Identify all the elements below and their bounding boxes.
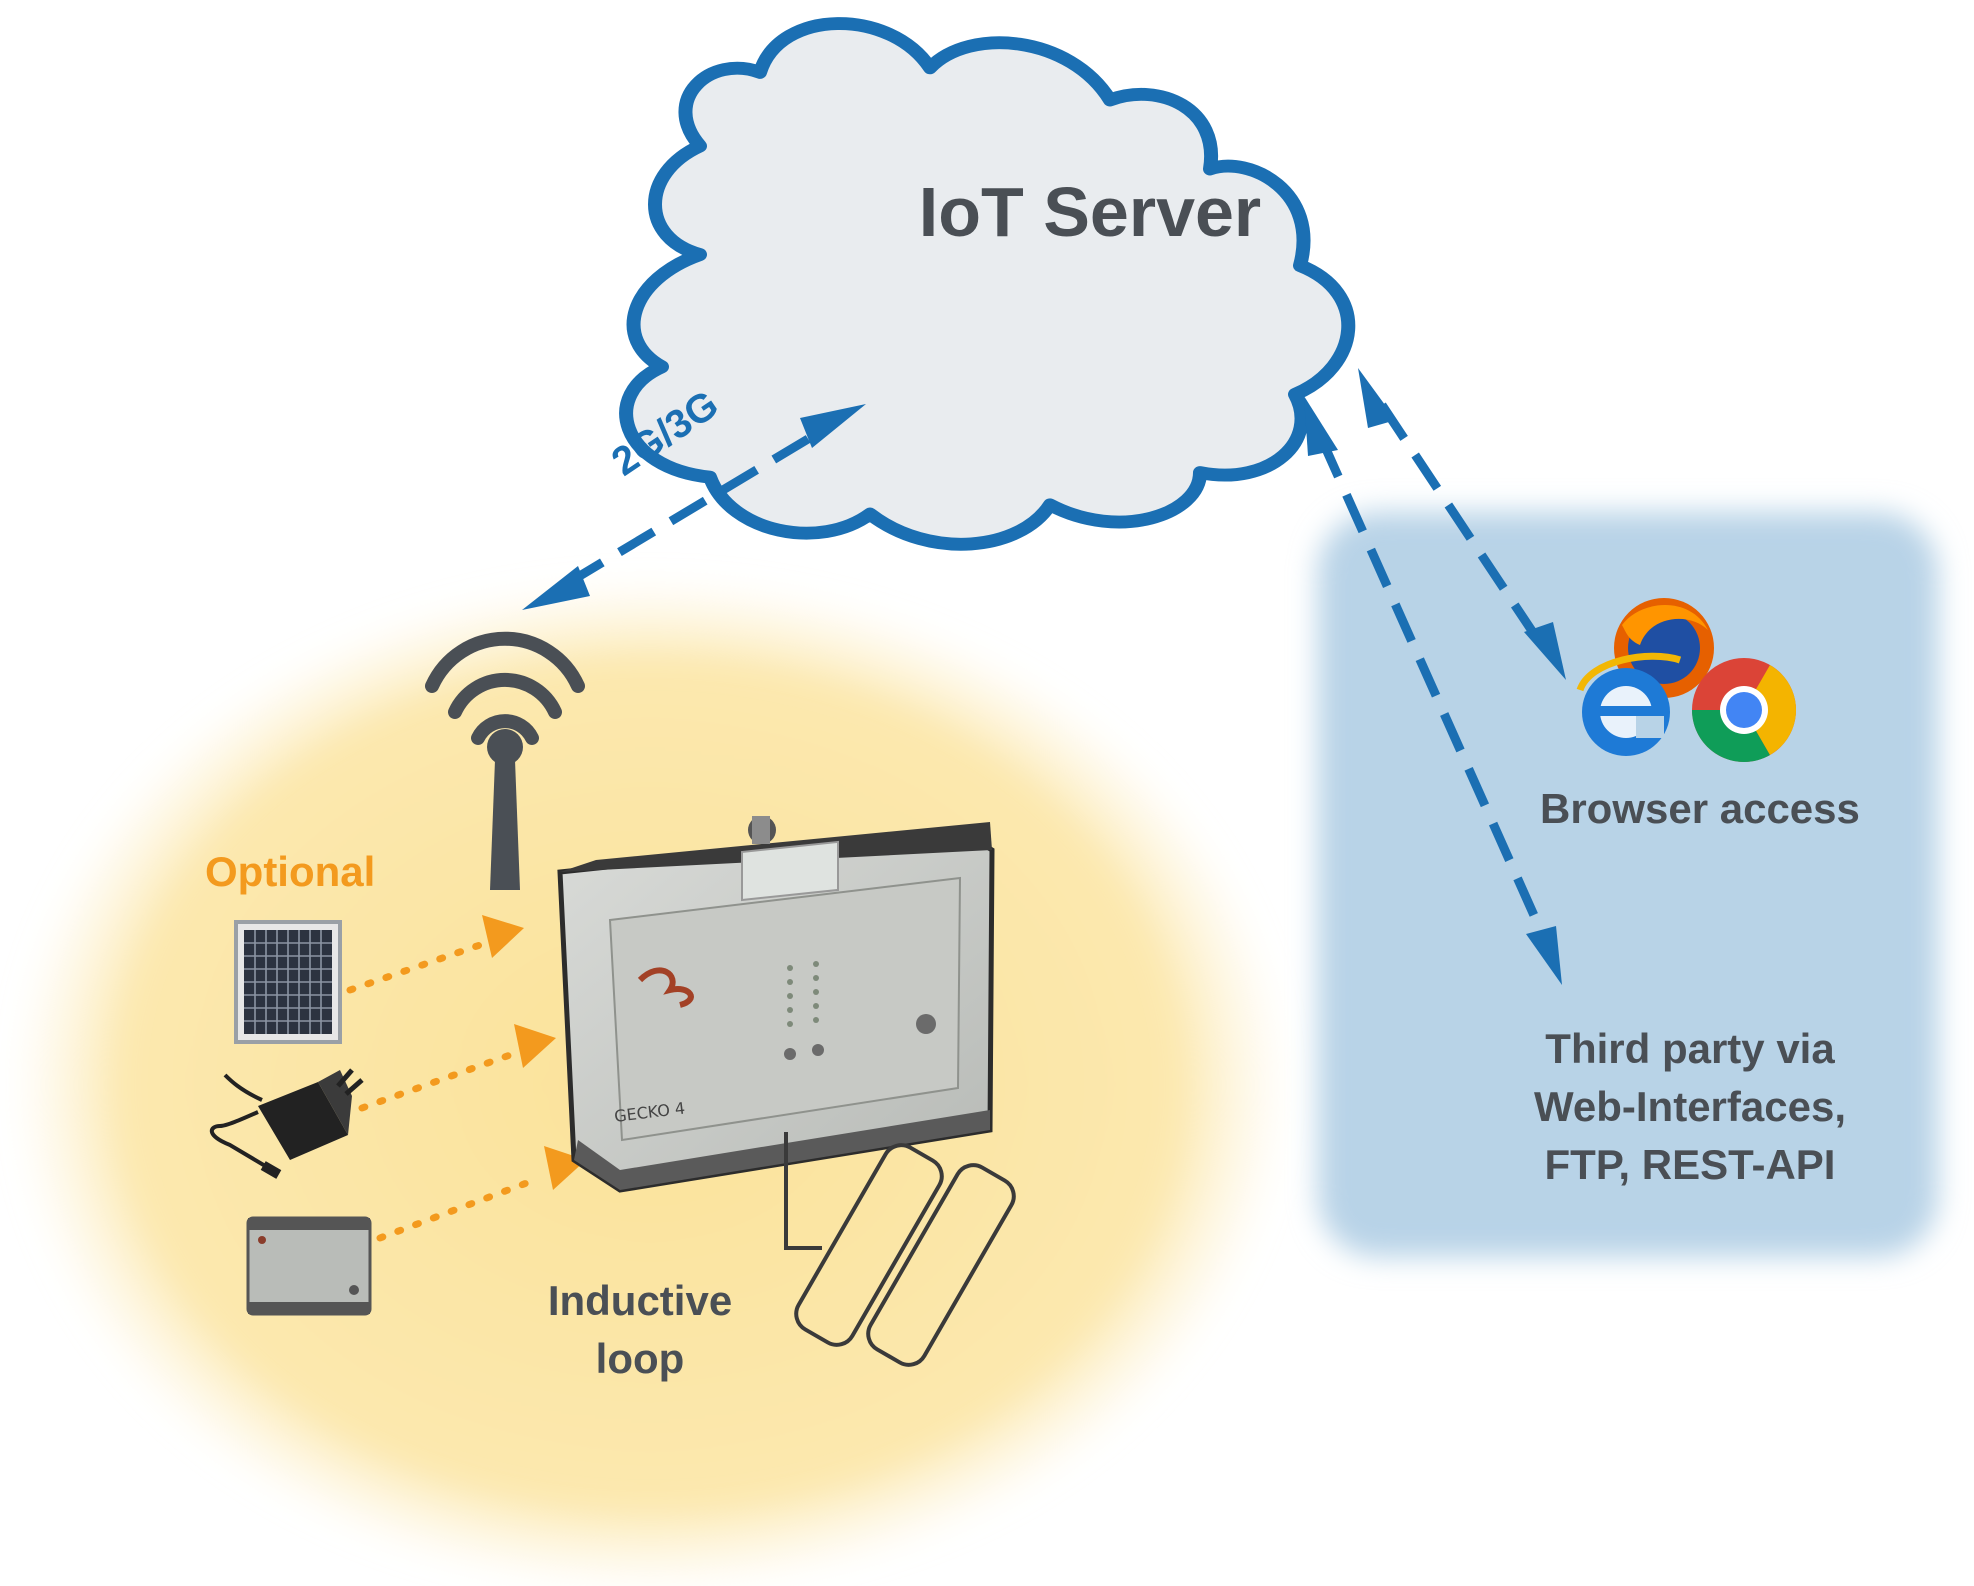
gecko-device-image: GECKO 4: [557, 816, 995, 1193]
browser-access-label: Browser access: [1540, 785, 1860, 832]
third-party-line: Third party via: [1545, 1025, 1835, 1072]
browser-access-arrow: [1358, 368, 1566, 680]
inductive-loop-line: Inductive: [547, 1277, 733, 1324]
inductive-loop-line: loop: [595, 1335, 685, 1382]
third-party-arrow: [1304, 396, 1562, 985]
power-adapter-icon: [209, 1068, 364, 1179]
chrome-icon: [1692, 658, 1796, 762]
inductive-loop-label: Inductive loop: [530, 1272, 750, 1388]
solar-panel-icon: [234, 920, 342, 1044]
third-party-line: FTP, REST-API: [1544, 1141, 1836, 1188]
iot-server-cloud: [619, 17, 1356, 551]
antenna-icon: [425, 631, 585, 890]
inductive-loop-icon: [784, 1132, 1016, 1367]
internet-explorer-icon: [1576, 652, 1682, 756]
cloud-title: IoT Server: [918, 173, 1262, 251]
third-party-line: Web-Interfaces,: [1534, 1083, 1846, 1130]
browser-icons: [1576, 598, 1796, 762]
small-device-icon: [246, 1216, 372, 1316]
optional-label: Optional: [205, 848, 376, 895]
network-arrow: [522, 404, 866, 610]
third-party-label: Third party via Web-Interfaces, FTP, RES…: [1500, 1020, 1880, 1194]
